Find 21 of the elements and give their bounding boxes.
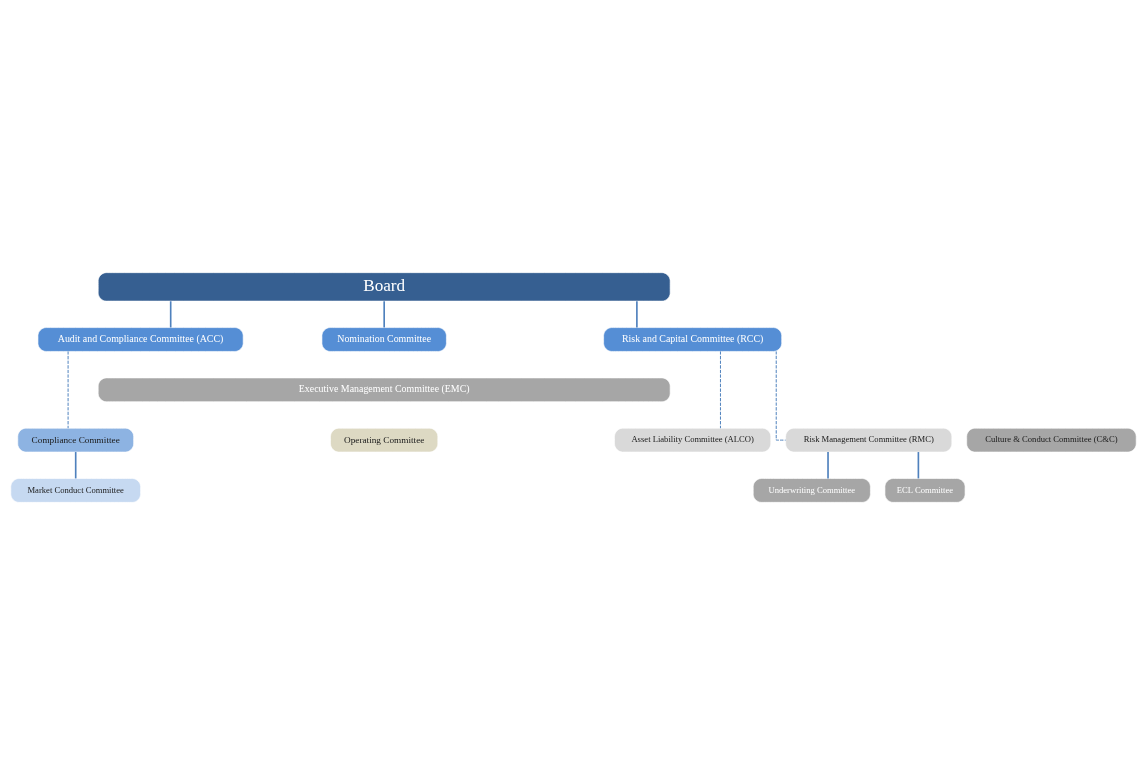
node-box: Operating Committee — [330, 427, 439, 452]
node-box: Executive Management Committee (EMC) — [97, 377, 671, 402]
node-box: Risk Management Committee (RMC) — [785, 427, 953, 452]
connector — [917, 450, 920, 479]
node-box: Culture & Conduct Committee (C&C) — [966, 427, 1137, 452]
node-box: Asset Liability Committee (ALCO) — [614, 427, 772, 452]
connector — [719, 350, 721, 429]
node-box: Nomination Committee — [321, 326, 447, 352]
node-box: ECL Committee — [884, 477, 966, 503]
node-box: Board — [97, 271, 671, 301]
node-box: Risk and Capital Committee (RCC) — [603, 326, 783, 352]
node-box: Market Conduct Committee — [10, 477, 141, 503]
connector — [383, 299, 385, 328]
connector — [636, 299, 638, 328]
node-box: Compliance Committee — [17, 427, 134, 452]
connector — [169, 299, 172, 328]
node-box: Audit and Compliance Committee (ACC) — [37, 326, 244, 352]
connector — [67, 350, 69, 429]
connector — [74, 450, 77, 479]
node-box: Underwriting Committee — [752, 477, 871, 503]
connector — [827, 450, 829, 479]
